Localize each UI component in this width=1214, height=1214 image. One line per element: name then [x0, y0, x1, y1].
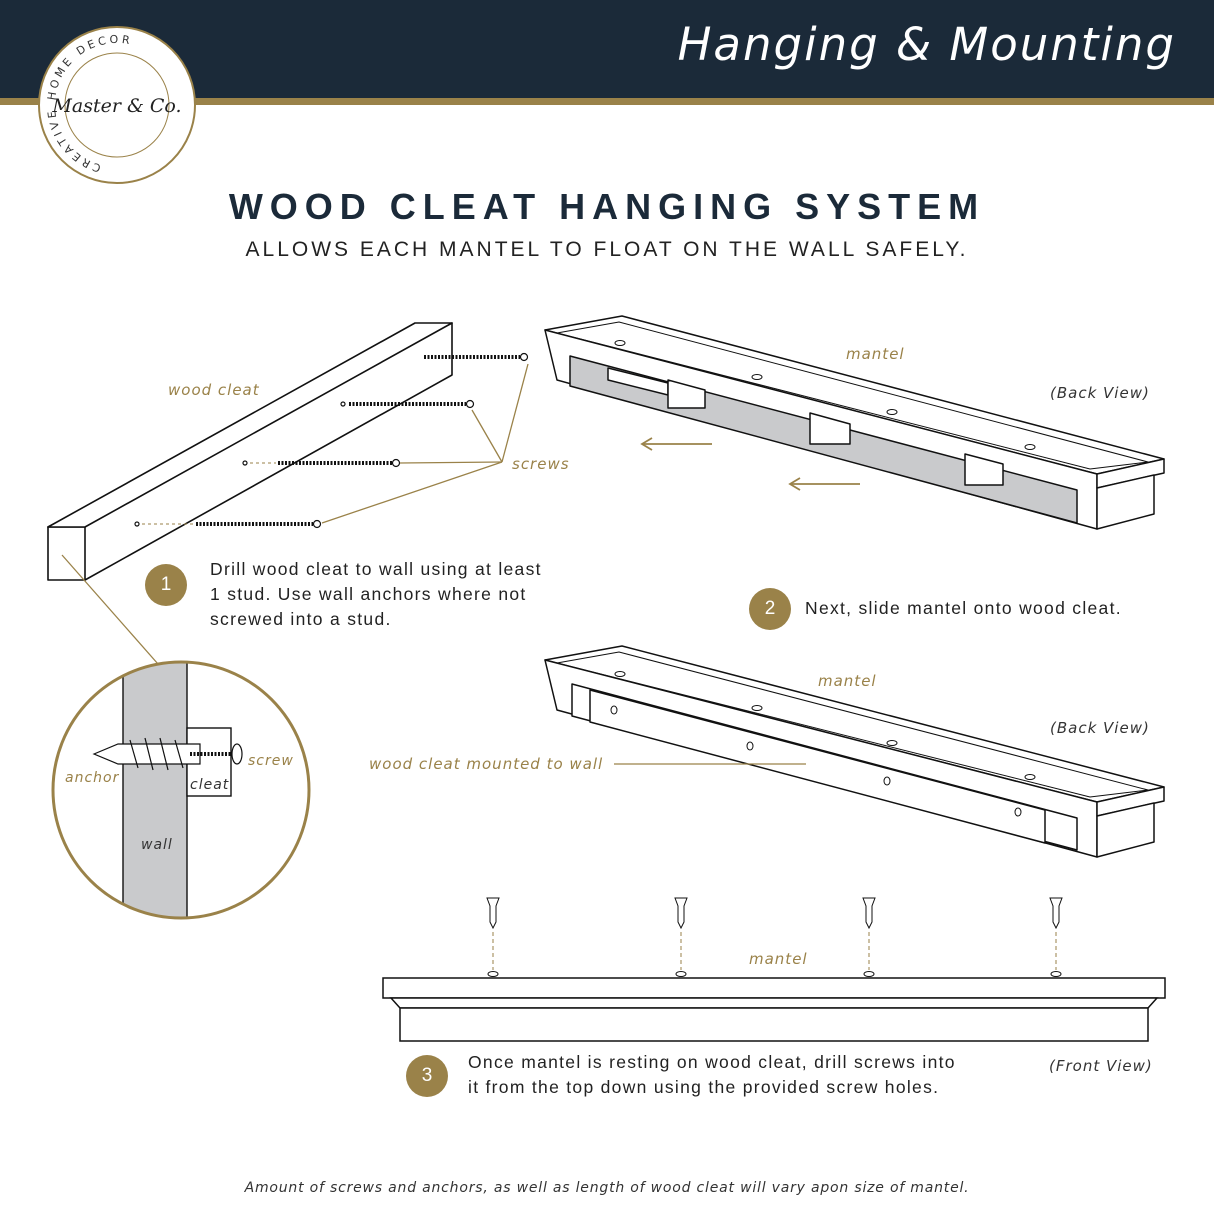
brand-logo: CREATIVE HOME DECOR Master & Co. — [38, 26, 196, 184]
step-1-line-1: Drill wood cleat to wall using at least — [210, 559, 542, 579]
wood-cleat-drawing — [47, 322, 453, 581]
header-title: Hanging & Mounting — [677, 18, 1176, 71]
footer-note: Amount of screws and anchors, as well as… — [244, 1180, 970, 1196]
screws-callout-lines — [321, 363, 529, 524]
header-accent-line — [0, 98, 1214, 105]
label-screws: screws — [512, 455, 570, 473]
label-mantel-top: mantel — [846, 345, 905, 363]
page-title: WOOD CLEAT HANGING SYSTEM — [228, 186, 986, 227]
step-3-line-2: it from the top down using the provided … — [468, 1077, 940, 1097]
step-3-badge: 3 — [406, 1055, 448, 1097]
label-mantel-mid: mantel — [818, 672, 877, 690]
front-screw-2 — [674, 897, 688, 977]
mantel-back-view-2 — [544, 645, 1165, 858]
cleat-screws — [134, 352, 529, 529]
mantel-front-view — [382, 977, 1166, 1042]
step-3-line-1: Once mantel is resting on wood cleat, dr… — [468, 1052, 956, 1072]
front-screw-1 — [486, 897, 500, 977]
label-detail-screw: screw — [248, 753, 294, 769]
step-1-line-3: screwed into a stud. — [210, 609, 392, 629]
label-back-view-2: (Back View) — [1050, 719, 1150, 737]
logo-script-text: Master & Co. — [51, 95, 181, 117]
step-3-text: Once mantel is resting on wood cleat, dr… — [468, 1050, 956, 1100]
label-mantel-front: mantel — [749, 950, 808, 968]
label-detail-anchor: anchor — [65, 770, 120, 786]
label-back-view-1: (Back View) — [1050, 384, 1150, 402]
step-2-line-1: Next, slide mantel onto wood cleat. — [805, 598, 1122, 618]
step-2-badge: 2 — [749, 588, 791, 630]
header-bar — [0, 0, 1214, 98]
step-1-line-2: 1 stud. Use wall anchors where not — [210, 584, 527, 604]
front-screws — [486, 897, 1063, 977]
step-1-badge: 1 — [145, 564, 187, 606]
page-subtitle: ALLOWS EACH MANTEL TO FLOAT ON THE WALL … — [245, 238, 969, 261]
label-detail-cleat: cleat — [190, 777, 230, 793]
step-1-text: Drill wood cleat to wall using at least … — [210, 557, 542, 632]
step-2-text: Next, slide mantel onto wood cleat. — [805, 596, 1122, 621]
label-front-view: (Front View) — [1049, 1057, 1153, 1075]
front-screw-3 — [862, 897, 876, 977]
label-detail-wall: wall — [141, 837, 173, 853]
label-wood-cleat: wood cleat — [168, 381, 260, 399]
anchor-detail — [51, 660, 311, 920]
label-wood-cleat-mounted: wood cleat mounted to wall — [369, 755, 604, 773]
front-screw-4 — [1049, 897, 1063, 977]
slide-arrows — [640, 437, 860, 491]
detail-pointer-line — [61, 554, 159, 665]
mantel-back-view-1 — [544, 315, 1165, 530]
